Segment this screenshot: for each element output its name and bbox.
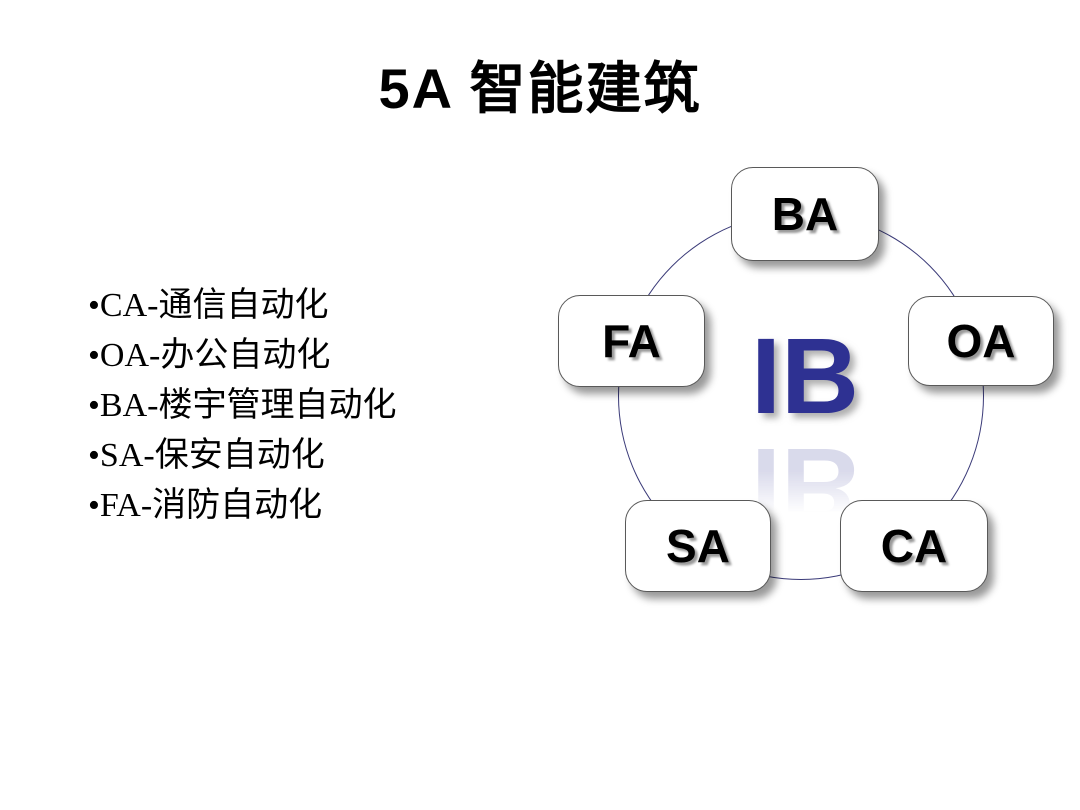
slide-title: 5A 智能建筑 xyxy=(378,57,702,120)
bullet-list: •CA-通信自动化 •OA-办公自动化 •BA-楼宇管理自动化 •SA-保安自动… xyxy=(88,281,396,531)
node-ca-label: CA xyxy=(880,520,948,572)
center-label: IB xyxy=(751,315,859,436)
node-fa: FA xyxy=(558,295,705,387)
node-ca: CA xyxy=(840,500,988,592)
bullet-item-ba: •BA-楼宇管理自动化 xyxy=(88,387,397,424)
bullet-item-fa: •FA-消防自动化 xyxy=(88,487,323,524)
node-oa: OA xyxy=(908,296,1054,386)
node-sa-label: SA xyxy=(666,520,730,572)
bullet-item-ca: •CA-通信自动化 xyxy=(88,287,329,324)
bullet-item-sa: •SA-保安自动化 xyxy=(88,437,325,474)
node-ba-label: BA xyxy=(771,188,839,240)
node-oa-label: OA xyxy=(946,315,1016,367)
node-sa: SA xyxy=(625,500,771,592)
bullet-item-oa: •OA-办公自动化 xyxy=(88,337,331,374)
node-ba: BA xyxy=(731,167,879,261)
node-fa-label: FA xyxy=(602,315,661,367)
